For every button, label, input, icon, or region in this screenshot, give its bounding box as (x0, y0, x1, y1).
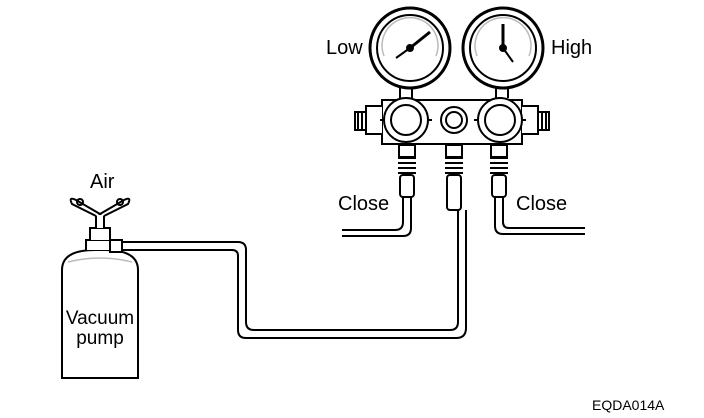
high-pressure-gauge-icon (461, 6, 545, 90)
high-side-hose (494, 195, 585, 235)
vacuum-pump-label-line2: pump (76, 327, 124, 349)
low-side-label: Low (326, 37, 363, 59)
vacuum-hose (120, 210, 467, 339)
vacuum-pump-icon (61, 213, 139, 379)
low-pressure-gauge-icon (368, 6, 452, 90)
vacuum-pump-label: Vacuum pump (55, 309, 145, 349)
low-side-hose (342, 195, 412, 237)
high-valve-knob (474, 97, 526, 143)
close-left-label: Close (338, 193, 390, 215)
air-label: Air (90, 171, 115, 193)
figure-code: EQDA014A (592, 397, 665, 413)
vacuum-pump-label-line1: Vacuum (65, 308, 135, 329)
hose-fittings (398, 144, 508, 211)
low-valve-knob (380, 97, 432, 143)
close-right-label: Close (516, 193, 568, 215)
air-valve-handle-icon (69, 197, 131, 217)
high-side-label: High (551, 37, 593, 59)
